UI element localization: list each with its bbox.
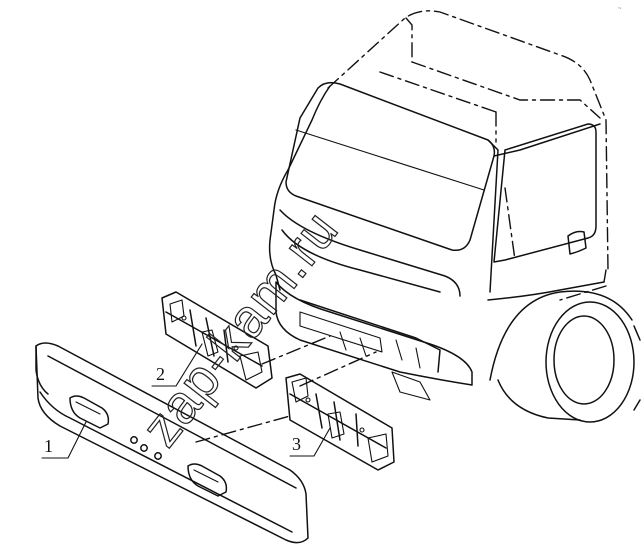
bracket-right-tab (367, 433, 389, 463)
door-bottom (487, 281, 605, 301)
cab-bumper (275, 281, 473, 386)
callout-3-leader (289, 427, 331, 457)
bracket-right-ribs (315, 393, 359, 447)
bracket-left-plate (161, 291, 273, 389)
bracket-right-bolt-1 (305, 397, 311, 403)
assembly-line-bracket-left (261, 335, 331, 365)
cab-crossmember (299, 311, 383, 353)
cab-bumper-detail (395, 339, 421, 369)
callout-2-leader (151, 343, 203, 387)
front-wheel-rim (553, 315, 615, 405)
front-panel (279, 209, 461, 297)
cab-lower-rear (559, 285, 607, 301)
bracket-right-bolt-2 (359, 427, 365, 433)
bumper-hole-3 (154, 452, 162, 460)
wheel-tread-edge (633, 325, 641, 411)
assembly-line-bumper (195, 415, 291, 443)
callout-1-leader (41, 421, 87, 459)
lower-fender (497, 379, 581, 421)
callout-2-label: 2 (156, 364, 165, 384)
bracket-left-ribs (189, 309, 229, 363)
bumper-outline (35, 342, 309, 544)
bracket-left-bolt-2 (233, 345, 239, 351)
bracket-right-slot (327, 411, 345, 439)
left-fog-lamp-lens (75, 401, 101, 415)
windshield-glare (295, 129, 485, 191)
bumper-left-end (35, 345, 49, 395)
watermark-text: zap-kam.ru (130, 200, 350, 458)
cab-roof-rear (411, 61, 601, 119)
cab-frame-bracket (391, 371, 431, 401)
bracket-right-flange (289, 393, 387, 449)
callout-1-label: 1 (44, 436, 53, 456)
bracket-left-slot (201, 329, 219, 357)
callout-3-label: 3 (292, 434, 301, 454)
cab-bumper-edge (299, 299, 441, 373)
bumper-hole-2 (140, 444, 148, 452)
truck-cab (268, 10, 641, 423)
part-3-bumper-bracket-right (285, 373, 395, 471)
bracket-right-mount (291, 377, 309, 403)
bumper-bottom-crease (39, 391, 293, 533)
bracket-left-tab (239, 351, 263, 381)
part-2-bumper-bracket-left (161, 291, 273, 389)
side-window (493, 123, 597, 263)
corner-mark: ~ (618, 6, 622, 12)
assembly-line-bracket-right (299, 351, 377, 387)
bumper-hole-1 (130, 436, 138, 444)
bumper-top-crease (47, 355, 297, 489)
wheel-arch (489, 290, 633, 381)
cab-phantom-outline (327, 10, 609, 283)
cab-front-face (268, 85, 331, 291)
left-fog-lamp (69, 395, 110, 429)
crossmember-ribs (339, 331, 367, 357)
front-panel-lower (281, 229, 441, 293)
right-fog-lamp-lens (193, 469, 219, 483)
side-window-top (493, 123, 601, 157)
bracket-right-plate (285, 373, 395, 471)
cab-door-line (504, 187, 516, 261)
a-pillar (487, 139, 499, 293)
bracket-left-bolt-1 (181, 315, 187, 321)
front-wheel-tire (545, 301, 635, 423)
windshield (285, 81, 496, 252)
part-1-front-bumper (35, 342, 309, 544)
door-handle (567, 230, 587, 255)
cab-roof-edge (405, 17, 413, 63)
cab-roof-line (379, 71, 497, 113)
right-fog-lamp (187, 463, 228, 497)
